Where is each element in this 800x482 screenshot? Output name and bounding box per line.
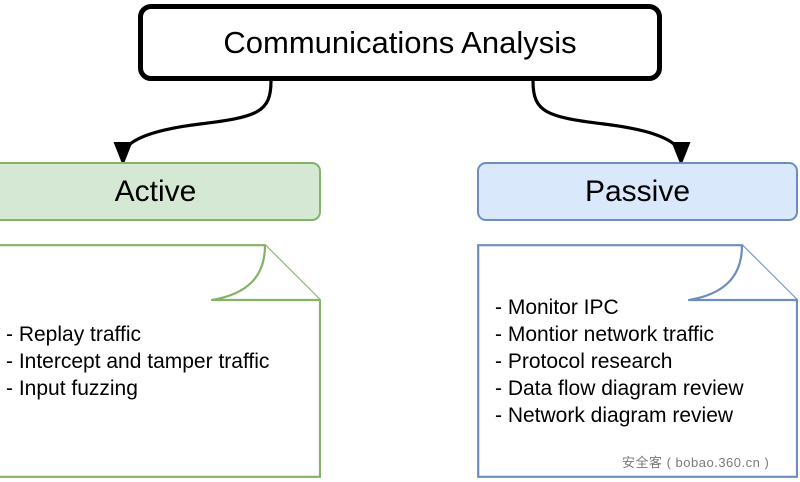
node-passive-header[interactable]: Passive [477,162,798,221]
note-active-outline [0,244,321,478]
list-item: - Monitor IPC [495,295,619,319]
connector-root-to-passive [531,79,691,166]
note-active-list: - Replay traffic - Intercept and tamper … [0,244,321,478]
node-active-header[interactable]: Active [0,162,321,221]
note-active-techniques[interactable]: - Replay traffic - Intercept and tamper … [0,244,321,478]
list-item: - Input fuzzing [6,376,138,400]
list-item: - Data flow diagram review [495,376,744,400]
note-passive-list: - Monitor IPC - Montior network traffic … [477,244,798,478]
list-item: - Montior network traffic [495,322,715,346]
list-item: - Protocol research [495,349,673,373]
connector-root-to-active [113,79,273,166]
active-header-label: Active [114,174,197,208]
list-item: - Intercept and tamper traffic [6,349,270,373]
passive-header-label: Passive [584,174,691,208]
list-item: - Replay traffic [6,322,141,346]
note-passive-techniques[interactable]: - Monitor IPC - Montior network traffic … [477,244,798,478]
node-title-label: Communications Analysis [223,25,577,60]
watermark-label: 安全客 ( bobao.360.cn ) [622,455,770,470]
list-item: - Network diagram review [495,403,734,427]
note-passive-outline [477,244,798,478]
node-communications-analysis[interactable]: Communications Analysis [138,4,662,81]
